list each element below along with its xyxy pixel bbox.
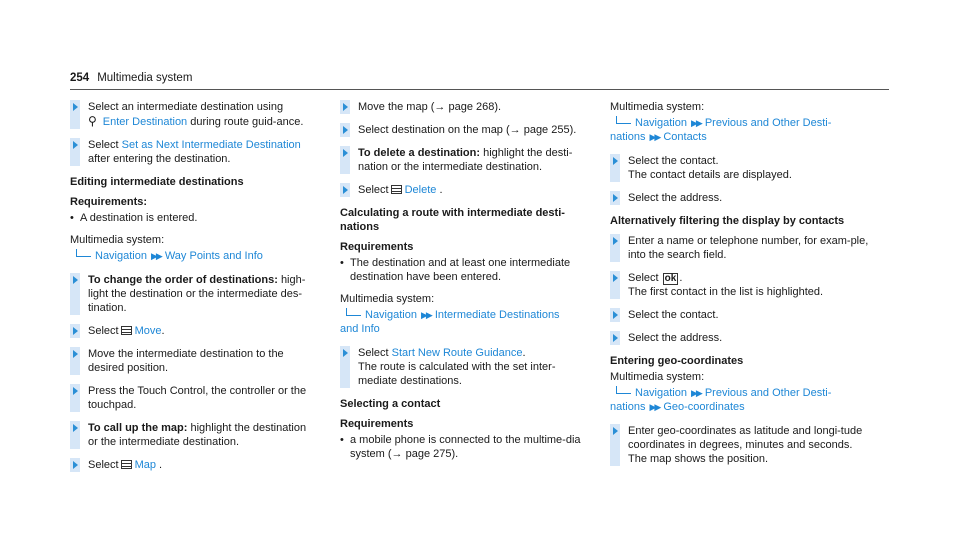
step-arrow-icon [613,427,618,435]
path-hook-icon [76,249,91,257]
menu-label: Multimedia system: [70,234,165,246]
step-arrow-icon [73,424,78,432]
section-heading: Alternatively filtering the display by c… [610,215,845,227]
section-title: Multimedia system [97,72,193,84]
step: Select the address. [610,331,880,345]
step: Move the intermediate destination to the… [70,347,318,375]
step-arrow-icon [73,103,78,111]
menu-icon [120,326,132,335]
step-arrow-icon [73,461,78,469]
step-arrow-icon [73,276,78,284]
step: Select the contact. The contact details … [610,154,880,182]
menu-path: Navigation▶▶Previous and Other Desti- na… [610,386,832,413]
path-hook-icon [616,116,631,124]
step: Select an intermediate destination using… [70,100,318,129]
menu-path: Navigation▶▶Way Points and Info [70,249,318,263]
step-arrow-icon [343,349,348,357]
section-heading: Calculating a route with intermediate de… [340,207,565,233]
section-heading: Entering geo-coordinates [610,355,744,367]
step: Select ok. The first contact in the list… [610,271,880,299]
step: To call up the map: highlight the destin… [70,421,318,449]
step-arrow-icon [73,350,78,358]
menu-icon [390,185,402,194]
path-hook-icon [346,308,361,316]
double-chevron-icon: ▶▶ [690,388,703,398]
menu-link[interactable]: Enter Destination [102,116,188,128]
step: Enter geo-coordinates as latitude and lo… [610,424,880,466]
column-2: Move the map (→ page 268). Select destin… [340,100,590,469]
step: Select Set as Next Intermediate Destinat… [70,138,318,166]
menu-label: Multimedia system: [610,101,705,113]
requirements-label: Requirements [340,241,414,253]
step: Select the address. [610,191,880,205]
menu-label: Multimedia system: [610,371,705,383]
double-chevron-icon: ▶▶ [690,118,703,128]
page-header: 254 Multimedia system [70,71,192,85]
page-number: 254 [70,72,90,84]
double-chevron-icon: ▶▶ [649,132,661,142]
step-bar [70,100,80,129]
requirement-item: a mobile phone is connected to the multi… [340,433,590,461]
double-chevron-icon: ▶▶ [150,251,163,261]
step: Select destination on the map (→ page 25… [340,123,590,137]
section-heading: Editing intermediate destinations [70,176,244,188]
double-chevron-icon: ▶▶ [649,402,661,412]
menu-icon [120,460,132,469]
requirements-label: Requirements [340,418,414,430]
step: Enter a name or telephone number, for ex… [610,234,880,262]
search-icon: ⚲ [88,114,97,128]
menu-path: Navigation▶▶Intermediate Destinations an… [340,308,560,335]
step-arrow-icon [613,311,618,319]
step-arrow-icon [613,157,618,165]
double-chevron-icon: ▶▶ [420,310,433,320]
requirement-item: The destination and at least one interme… [340,256,590,284]
step: Select the contact. [610,308,880,322]
step-arrow-icon [73,387,78,395]
step-arrow-icon [613,194,618,202]
menu-label: Multimedia system: [340,293,435,305]
path-hook-icon [616,386,631,394]
step: To delete a destination: highlight the d… [340,146,590,174]
requirement-item: A destination is entered. [70,211,318,225]
step-arrow-icon [73,327,78,335]
step-arrow-icon [343,186,348,194]
step: Select Start New Route Guidance. The rou… [340,346,590,388]
header-rule [70,89,889,90]
step-arrow-icon [613,274,618,282]
step-arrow-icon [73,141,78,149]
step-arrow-icon [613,237,618,245]
requirements-label: Requirements: [70,196,148,208]
column-3: Multimedia system: Navigation▶▶Previous … [610,100,880,475]
menu-link[interactable]: Set as Next Intermediate Destination [121,139,301,151]
menu-path: Navigation▶▶Previous and Other Desti- na… [610,116,832,143]
step-arrow-icon [343,149,348,157]
step-arrow-icon [343,103,348,111]
section-heading: Selecting a contact [340,398,441,410]
ok-icon: ok [662,273,679,285]
step: Move the map (→ page 268). [340,100,590,114]
step: Press the Touch Control, the controller … [70,384,318,412]
step-arrow-icon [613,334,618,342]
column-1: Select an intermediate destination using… [70,100,318,481]
step: To change the order of destinations: hig… [70,273,318,315]
step-arrow-icon [343,126,348,134]
